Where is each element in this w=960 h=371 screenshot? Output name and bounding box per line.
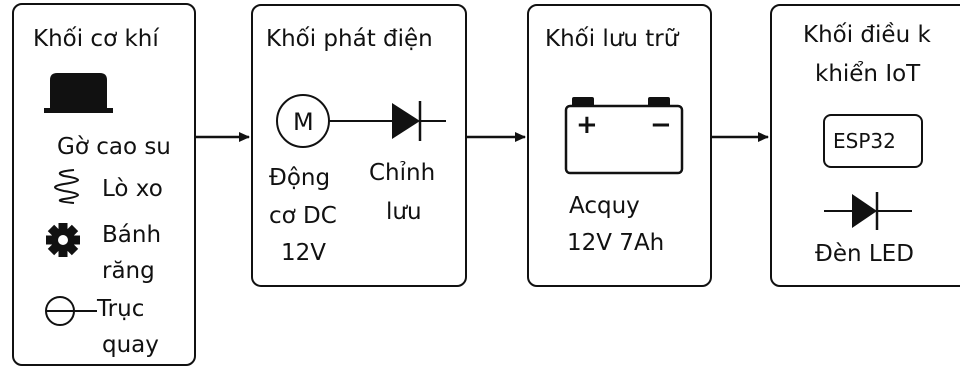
rectifier-label-line2: lưu <box>386 199 422 225</box>
battery-label-line1: Acquy <box>569 193 640 219</box>
motor-icon <box>276 94 392 148</box>
storage-block-title: Khối lưu trữ <box>545 26 679 52</box>
control-block-title-line2: khiển IoT <box>815 61 921 87</box>
battery-icon <box>564 97 684 175</box>
chip-label: ESP32 <box>833 129 896 153</box>
chip-icon <box>823 114 923 168</box>
battery-minus-sign: − <box>650 110 672 140</box>
shaft-label-line1: Trục <box>97 296 145 322</box>
rectifier-label-line1: Chỉnh <box>369 160 436 186</box>
led-diode-icon <box>824 192 912 230</box>
gear-icon <box>46 223 80 257</box>
mechanical-block <box>12 3 196 366</box>
battery-label-line2: 12V 7Ah <box>567 230 665 256</box>
rubber-bump-icon <box>44 73 113 113</box>
motor-label-line3: 12V <box>281 240 327 266</box>
shaft-icon <box>45 296 97 326</box>
control-block-title-line1: Khối điều k <box>803 22 931 48</box>
mechanical-block-title: Khối cơ khí <box>33 26 159 52</box>
generator-block-title: Khối phát điện <box>266 26 433 52</box>
gear-label-line1: Bánh <box>102 222 162 248</box>
spring-icon <box>54 169 79 204</box>
motor-symbol: M <box>293 108 314 136</box>
gear-label-line2: răng <box>102 258 155 284</box>
diode-icon <box>392 101 446 141</box>
motor-label-line1: Động <box>269 165 331 191</box>
battery-plus-sign: + <box>576 110 598 140</box>
led-label: Đèn LED <box>815 241 914 267</box>
rubber-bump-label: Gờ cao su <box>57 134 171 160</box>
spring-label: Lò xo <box>102 176 163 202</box>
shaft-label-line2: quay <box>102 332 159 358</box>
motor-label-line2: cơ DC <box>269 203 337 229</box>
generator-block <box>251 4 467 287</box>
